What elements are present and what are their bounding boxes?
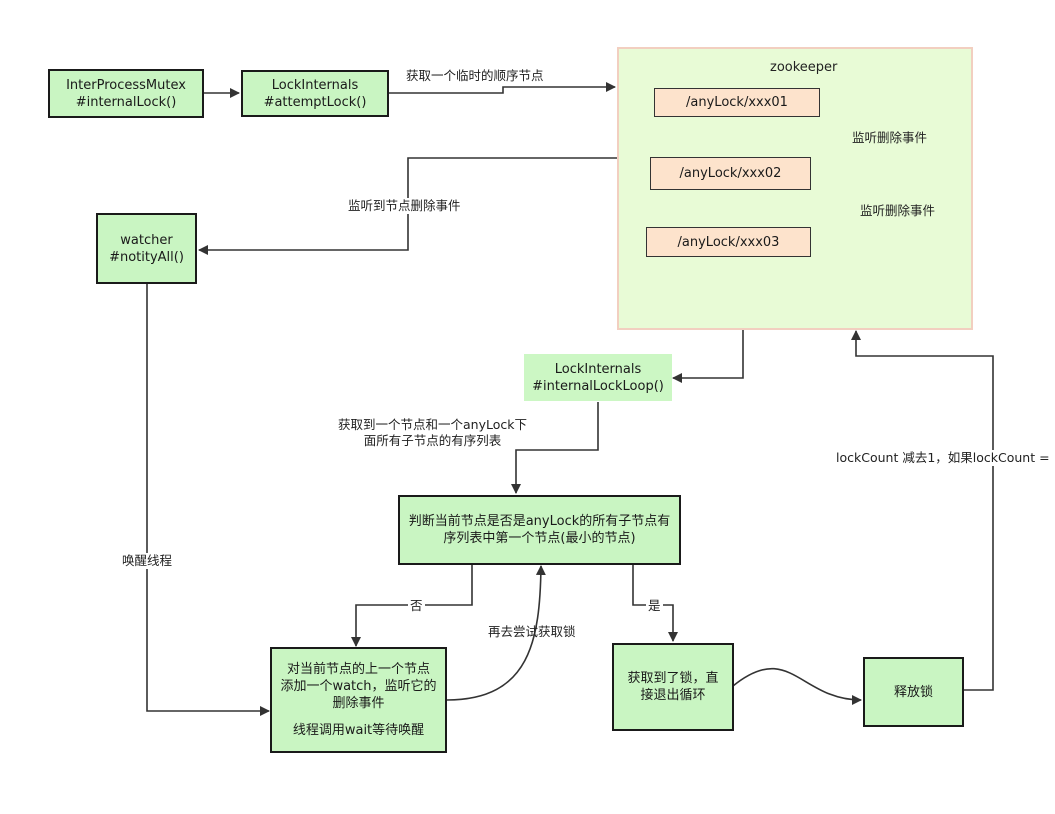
edge-loop-to-judge — [511, 402, 599, 494]
edge-attempt-to-zookeeper — [389, 82, 616, 94]
zookeeper-title: zookeeper — [770, 60, 838, 75]
label-retry: 再去尝试获取锁 — [488, 624, 576, 639]
zk-node-xxx03: /anyLock/xxx03 — [646, 227, 811, 257]
judge-first-node-box: 判断当前节点是否是anyLock的所有子节点有 序列表中第一个节点(最小的节点) — [398, 495, 681, 565]
label-listen-delete-1: 监听删除事件 — [852, 130, 928, 145]
edge-acquired-to-release — [732, 667, 862, 705]
inter-process-mutex-box: InterProcessMutex #internalLock() — [48, 69, 204, 118]
zk-node-xxx02: /anyLock/xxx02 — [650, 157, 811, 190]
edge-release-to-zookeeper — [851, 330, 994, 691]
label-yes: 是 — [646, 598, 663, 614]
label-listen-node-delete: 监听到节点删除事件 — [346, 198, 463, 214]
lock-internals-loop-box: LockInternals #internalLockLoop() — [524, 354, 672, 401]
label-listen-delete-2: 监听删除事件 — [860, 203, 936, 218]
edge-watcher-wake — [146, 284, 270, 716]
release-lock-box: 释放锁 — [863, 657, 964, 727]
watch-previous-node-box: 对当前节点的上一个节点 添加一个watch，监听它的 删除事件 线程调用wait… — [270, 647, 447, 753]
zk-node-xxx01: /anyLock/xxx01 — [654, 88, 820, 117]
watcher-box: watcher #notityAll() — [96, 213, 197, 284]
label-lock-count: lockCount 减去1，如果lockCount = — [834, 450, 1052, 466]
lock-internals-attempt-box: LockInternals #attemptLock() — [241, 70, 389, 117]
label-no: 否 — [408, 598, 425, 614]
edge-retry — [446, 565, 546, 701]
label-wake-thread: 唤醒线程 — [120, 553, 175, 569]
label-got-node-list: 获取到一个节点和一个anyLock下 面所有子节点的有序列表 — [336, 417, 529, 449]
acquired-lock-box: 获取到了锁，直 接退出循环 — [612, 643, 734, 731]
edge-zookeeper-to-loop — [672, 330, 744, 383]
label-get-temp-node: 获取一个临时的顺序节点 — [404, 68, 546, 84]
